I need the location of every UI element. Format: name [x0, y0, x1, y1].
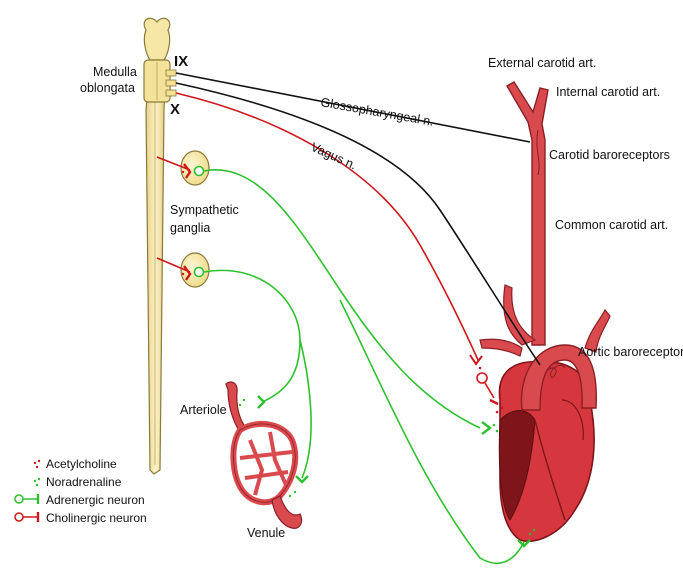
arteriole [225, 381, 247, 433]
capillary-bed [230, 420, 299, 506]
label-sympathetic-1: Sympathetic [170, 203, 239, 217]
postganglionic-neuron-vessels [193, 266, 536, 564]
label-nerve-x: X [170, 101, 180, 118]
legend-item-acetylcholine: Acetylcholine [33, 457, 117, 471]
legend-item-noradrenaline: Noradrenaline [33, 475, 122, 489]
label-internal-carotid: Internal carotid art. [556, 85, 660, 99]
legend-label-acetylcholine: Acetylcholine [46, 457, 117, 471]
aortic-arch [479, 284, 611, 411]
legend-label-adrenergic-neuron: Adrenergic neuron [46, 493, 145, 507]
legend-label-noradrenaline: Noradrenaline [46, 475, 122, 489]
preganglionic-neuron-upper [156, 156, 192, 179]
label-common-carotid: Common carotid art. [555, 218, 668, 232]
label-venule: Venule [247, 526, 285, 540]
heart [498, 360, 595, 542]
carotid-arteries [506, 81, 549, 346]
vagus-nerve [175, 82, 541, 366]
legend-label-cholinergic-neuron: Cholinergic neuron [46, 511, 147, 525]
label-glossopharyngeal: Glossopharyngeal n. [319, 95, 434, 129]
medulla-oblongata [143, 17, 177, 103]
legend-item-adrenergic-neuron: Adrenergic neuron [14, 493, 145, 507]
label-vagus: Vagus n. [309, 140, 359, 172]
legend: Acetylcholine Noradrenaline Adrenergic n… [14, 457, 147, 525]
label-medulla-2: oblongata [80, 81, 135, 95]
legend-item-cholinergic-neuron: Cholinergic neuron [14, 511, 147, 525]
label-arteriole: Arteriole [180, 403, 227, 417]
label-aortic-baroreceptors: Aortic baroreceptors [578, 345, 683, 359]
label-external-carotid: External carotid art. [488, 56, 596, 70]
vagal-efferent-neuron [175, 92, 504, 414]
glossopharyngeal-nerve [175, 72, 531, 143]
label-nerve-ix: IX [174, 53, 188, 70]
postganglionic-neuron-heart [193, 165, 499, 435]
venule [271, 495, 303, 529]
label-medulla-1: Medulla [93, 65, 137, 79]
label-sympathetic-2: ganglia [170, 221, 210, 235]
preganglionic-neuron-lower [156, 257, 192, 281]
spinal-cord [145, 59, 167, 475]
label-carotid-baroreceptors: Carotid baroreceptors [549, 148, 670, 162]
